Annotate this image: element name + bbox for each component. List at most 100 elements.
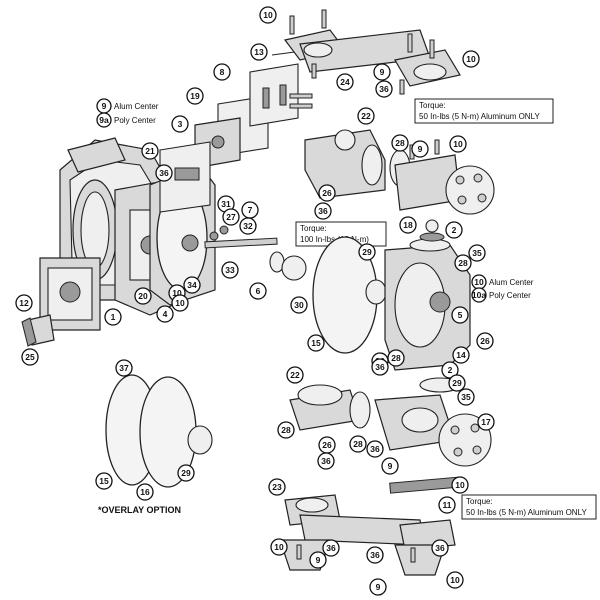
note-ref-alum-left: 9 — [102, 101, 107, 111]
balloon-circle — [115, 359, 133, 377]
balloon-label: 36 — [435, 543, 445, 553]
part-balloon-17: 17 — [477, 413, 495, 431]
part-balloon-4: 4 — [156, 305, 174, 323]
balloon-label: 30 — [294, 300, 304, 310]
balloon-label: 33 — [225, 265, 235, 275]
balloon-label: 28 — [395, 138, 405, 148]
balloon-circle — [445, 221, 463, 239]
balloon-circle — [317, 452, 335, 470]
balloon-circle — [136, 483, 154, 501]
balloon-label: 15 — [311, 338, 321, 348]
part-balloon-9: 9 — [411, 140, 429, 158]
balloon-circle — [222, 208, 240, 226]
part-balloon-28: 28 — [277, 421, 295, 439]
balloon-circle — [171, 294, 189, 312]
part-balloon-25: 25 — [21, 348, 39, 366]
part-balloon-3: 3 — [171, 115, 189, 133]
balloon-circle — [449, 135, 467, 153]
balloon-circle — [357, 107, 375, 125]
torque-title-3: Torque: — [466, 497, 493, 506]
overlay-option-diaphragms: *OVERLAY OPTION — [98, 374, 213, 515]
balloon-label: 9 — [376, 582, 381, 592]
balloon-label: 21 — [145, 146, 155, 156]
part-balloon-37: 37 — [115, 359, 133, 377]
shaft-assembly — [204, 225, 307, 281]
part-balloon-24: 24 — [336, 73, 354, 91]
part-balloon-10: 10 — [259, 6, 277, 24]
balloon-circle — [366, 546, 384, 564]
balloon-label: 10 — [453, 139, 463, 149]
part-balloon-10: 10 — [449, 135, 467, 153]
part-balloon-10: 10 — [462, 50, 480, 68]
balloon-label: 11 — [443, 500, 452, 510]
balloon-circle — [431, 539, 449, 557]
balloon-circle — [366, 440, 384, 458]
balloon-label: 28 — [353, 439, 363, 449]
part-balloon-36: 36 — [155, 164, 173, 182]
part-balloon-36: 36 — [371, 358, 389, 376]
balloon-circle — [177, 464, 195, 482]
part-balloon-10: 10 — [270, 538, 288, 556]
balloon-label: 36 — [379, 84, 389, 94]
bolt-cluster-top — [445, 165, 495, 215]
torque-title-1: Torque: — [419, 101, 446, 110]
balloon-label: 4 — [163, 309, 168, 319]
note-alum-right: Alum Center — [489, 278, 534, 287]
balloon-circle — [336, 73, 354, 91]
balloon-label: 24 — [340, 77, 350, 87]
part-balloon-28: 28 — [349, 435, 367, 453]
part-balloon-11: 11 — [438, 496, 456, 514]
balloon-circle — [141, 142, 159, 160]
part-balloon-36: 36 — [366, 546, 384, 564]
balloon-label: 2 — [452, 225, 457, 235]
upper-valve-housing — [304, 129, 461, 211]
balloon-circle — [186, 87, 204, 105]
balloon-circle — [314, 202, 332, 220]
balloon-label: 14 — [456, 350, 466, 360]
part-balloon-20: 20 — [134, 287, 152, 305]
balloon-circle — [454, 254, 472, 272]
part-balloon-34: 34 — [183, 276, 201, 294]
balloon-label: 35 — [461, 392, 471, 402]
overlay-caption: *OVERLAY OPTION — [98, 505, 181, 515]
balloon-circle — [462, 50, 480, 68]
balloon-label: 26 — [322, 188, 332, 198]
balloon-circle — [452, 346, 470, 364]
bottom-manifold — [279, 494, 456, 576]
right-diaphragm-section — [312, 219, 471, 371]
balloon-label: 10 — [175, 298, 185, 308]
valve-plates — [159, 49, 313, 213]
part-balloon-2: 2 — [445, 221, 463, 239]
balloon-circle — [259, 6, 277, 24]
balloon-label: 31 — [221, 199, 231, 209]
balloon-circle — [171, 115, 189, 133]
center-section — [114, 164, 216, 316]
note-ref-alum-right: 10 — [474, 277, 484, 287]
part-balloon-15: 15 — [95, 472, 113, 490]
part-balloon-33: 33 — [221, 261, 239, 279]
balloon-circle — [387, 349, 405, 367]
balloon-label: 20 — [138, 291, 148, 301]
part-balloon-29: 29 — [448, 374, 466, 392]
balloon-label: 36 — [375, 362, 385, 372]
balloon-label: 10 — [450, 575, 460, 585]
balloon-label: 36 — [159, 168, 169, 178]
part-balloon-19: 19 — [186, 87, 204, 105]
torque-callout-bottom: Torque: 50 In-lbs (5 N-m) Aluminum ONLY — [461, 494, 597, 520]
balloon-label: 34 — [187, 280, 197, 290]
balloon-label: 9 — [316, 555, 321, 565]
balloon-circle — [15, 294, 33, 312]
balloon-label: 1 — [111, 312, 116, 322]
balloon-circle — [155, 164, 173, 182]
part-balloon-10: 10 — [451, 476, 469, 494]
part-balloon-29: 29 — [177, 464, 195, 482]
balloon-circle — [375, 80, 393, 98]
balloon-label: 26 — [480, 336, 490, 346]
balloon-circle — [268, 478, 286, 496]
balloon-circle — [468, 244, 486, 262]
balloon-label: 29 — [362, 247, 372, 257]
balloon-label: 36 — [326, 543, 336, 553]
part-balloon-9: 9 — [373, 63, 391, 81]
balloon-circle — [221, 261, 239, 279]
